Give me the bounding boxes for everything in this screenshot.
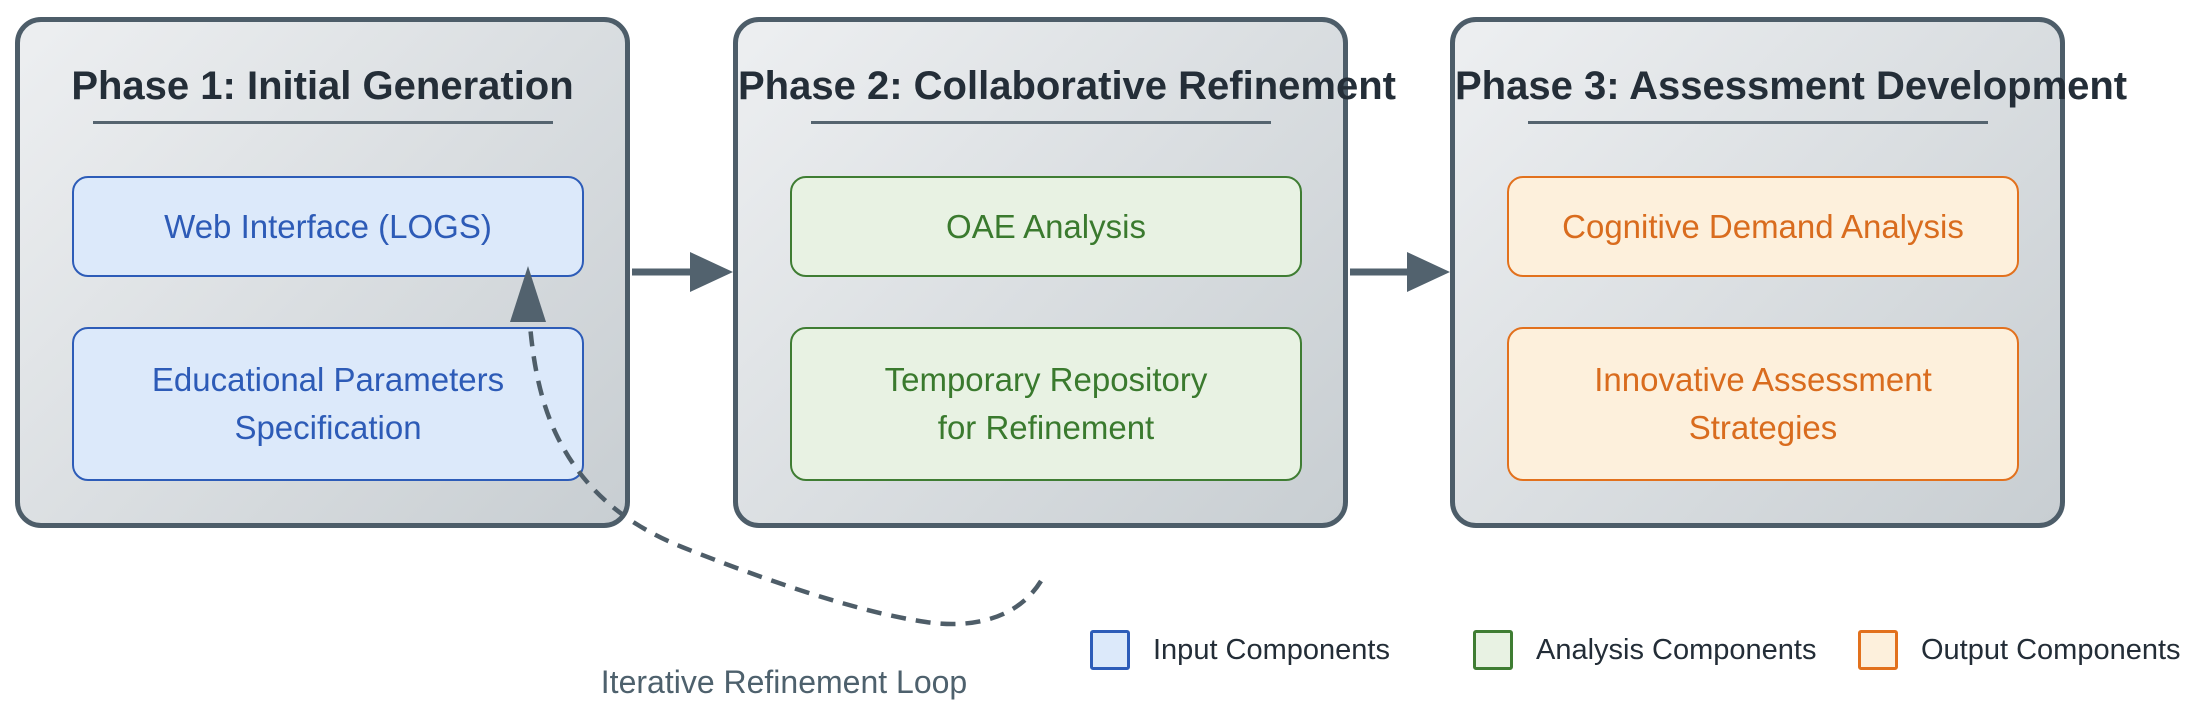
legend-output-label: Output Components [1921, 633, 2181, 666]
phase-2-title: Phase 2: Collaborative Refinement [738, 64, 1396, 108]
phase-1-container: Phase 1: Initial Generation Web Interfac… [15, 17, 630, 528]
node-web-interface: Web Interface (LOGS) [72, 176, 584, 277]
legend-input-label: Input Components [1153, 633, 1390, 666]
phase-3-title: Phase 3: Assessment Development [1455, 64, 2128, 108]
legend-analysis-label: Analysis Components [1536, 633, 1817, 666]
node-temporary-repository-label: Temporary Repository for Refinement [884, 361, 1208, 446]
node-educational-parameters-label: Educational Parameters Specification [151, 361, 505, 446]
legend-item-analysis: Analysis Components [1473, 630, 1816, 670]
node-innovative-assessment: Innovative Assessment Strategies [1507, 327, 2019, 481]
phase-3-title-underline [1528, 121, 1988, 124]
node-web-interface-label: Web Interface (LOGS) [164, 207, 492, 245]
node-oae-analysis-label: OAE Analysis [946, 207, 1146, 245]
phase-3-container: Phase 3: Assessment Development Cognitiv… [1450, 17, 2128, 528]
legend-item-input: Input Components [1090, 630, 1390, 670]
output-swatch-icon [1858, 630, 1898, 670]
loop-label: Iterative Refinement Loop [600, 664, 968, 700]
node-innovative-assessment-label: Innovative Assessment Strategies [1594, 361, 1932, 446]
phase-1-title-underline [93, 121, 553, 124]
phase-2-container: Phase 2: Collaborative Refinement OAE An… [733, 17, 1396, 528]
phase-2-title-underline [811, 121, 1271, 124]
input-swatch-icon [1090, 630, 1130, 670]
legend-item-output: Output Components [1858, 630, 2181, 670]
node-temporary-repository: Temporary Repository for Refinement [790, 327, 1302, 481]
analysis-swatch-icon [1473, 630, 1513, 670]
arrow-phase2-to-phase3-icon [1350, 252, 1450, 292]
node-oae-analysis: OAE Analysis [790, 176, 1302, 277]
node-cognitive-demand: Cognitive Demand Analysis [1507, 176, 2019, 277]
node-cognitive-demand-label: Cognitive Demand Analysis [1562, 207, 1964, 245]
arrow-phase1-to-phase2-icon [632, 252, 733, 292]
phase-1-title: Phase 1: Initial Generation [71, 64, 574, 108]
node-educational-parameters: Educational Parameters Specification [72, 327, 584, 481]
